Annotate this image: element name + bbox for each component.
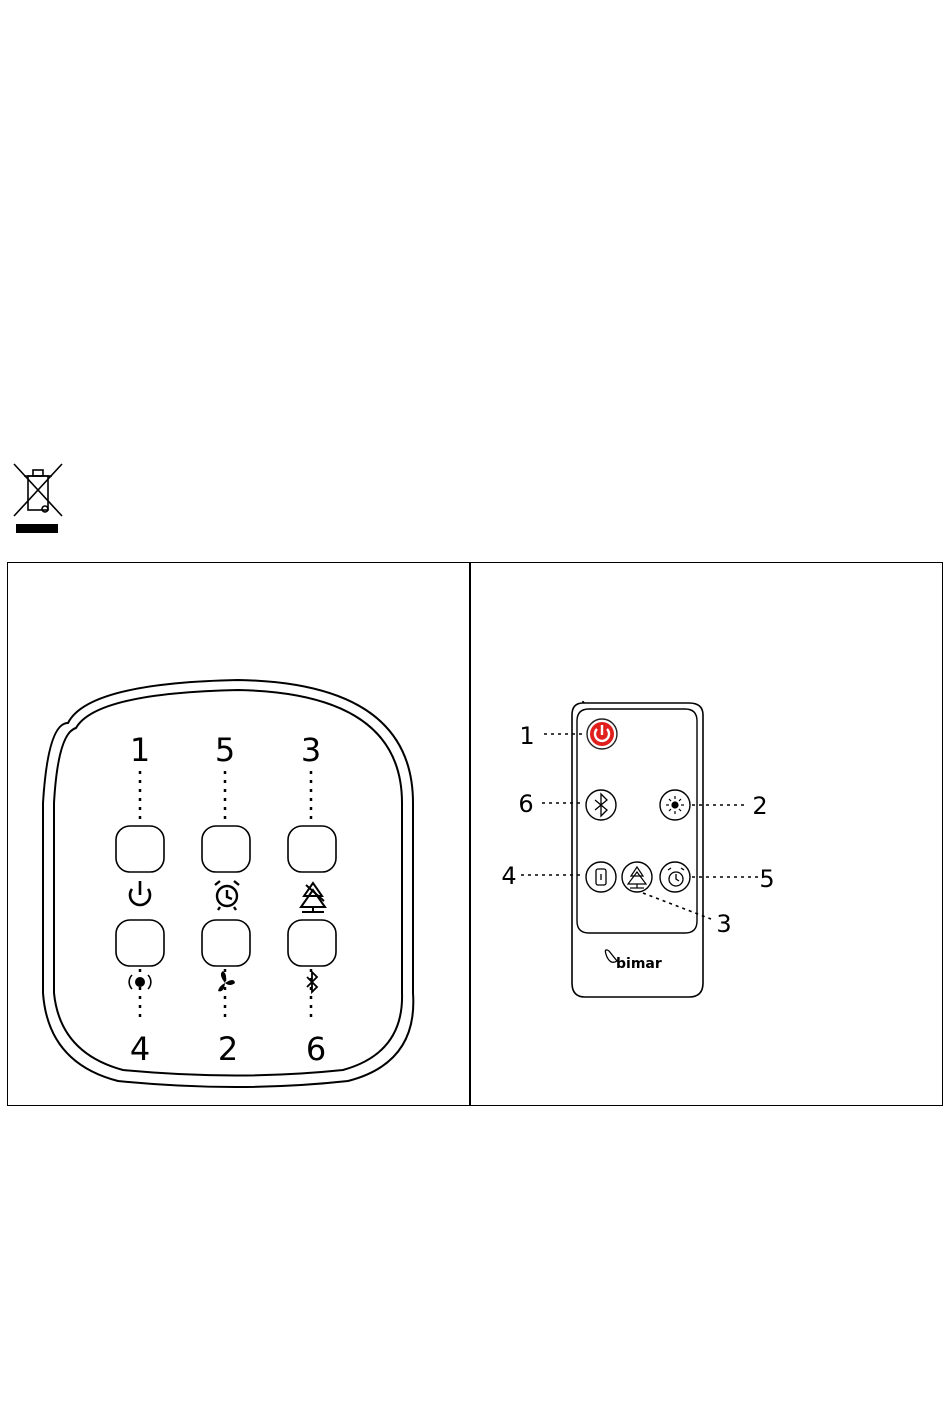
remote-brand-text: bimar: [616, 956, 662, 972]
remote-timer-button[interactable]: [660, 862, 690, 892]
remote-label-2: 2: [752, 792, 767, 820]
panel-label-4: 4: [130, 1030, 150, 1068]
remote-mode-button[interactable]: [586, 862, 616, 892]
bimar-logo: bimar: [605, 950, 661, 972]
remote-label-3: 3: [716, 910, 731, 938]
panel-label-6: 6: [306, 1030, 326, 1068]
remote-label-4: 4: [501, 862, 516, 890]
remote-label-1: 1: [519, 722, 534, 750]
tree-mute-icon: [301, 883, 325, 912]
remote-control-diagram: 1 6 2 4 3 5 bimar: [471, 563, 942, 1105]
control-panel-diagram: 1 5 3: [8, 563, 469, 1105]
panel-timer-button[interactable]: [202, 826, 250, 872]
panel-label-3: 3: [301, 731, 321, 769]
weee-bin-icon: [12, 462, 64, 536]
panel-mode-button[interactable]: [116, 920, 164, 966]
panel-fan-button[interactable]: [202, 920, 250, 966]
panel-bluetooth-button[interactable]: [288, 920, 336, 966]
remote-tree-button[interactable]: [622, 862, 652, 892]
remote-power-button[interactable]: [587, 719, 617, 749]
panel-label-2: 2: [218, 1030, 238, 1068]
remote-label-5: 5: [759, 865, 774, 893]
remote-fan-button[interactable]: [660, 790, 690, 820]
power-icon: [130, 881, 150, 905]
bluetooth-icon: [307, 972, 317, 992]
remote-label-6: 6: [518, 790, 533, 818]
fan-icon: [218, 971, 235, 991]
panel-ambient-button[interactable]: [288, 826, 336, 872]
panel-label-1: 1: [130, 731, 150, 769]
alarm-clock-icon: [215, 881, 239, 910]
panel-label-5: 5: [215, 731, 235, 769]
panel-power-button[interactable]: [116, 826, 164, 872]
dot-target-icon: [129, 975, 151, 989]
remote-bluetooth-button[interactable]: [586, 790, 616, 820]
